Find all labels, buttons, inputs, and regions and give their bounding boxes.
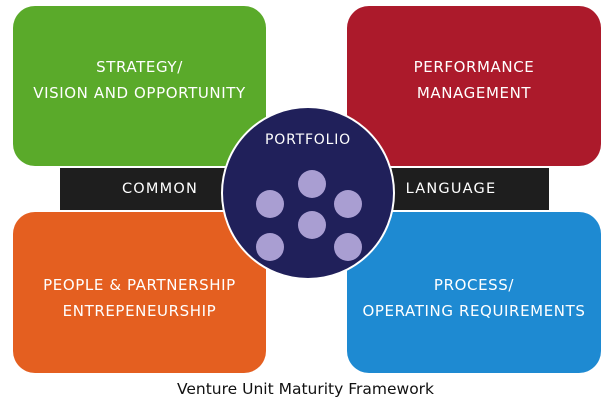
- portfolio-dot: [298, 211, 326, 239]
- performance-management-line1: PERFORMANCE: [413, 58, 535, 76]
- performance-management-line2: MANAGEMENT: [416, 84, 532, 102]
- strategy-vision-text: STRATEGY/ VISION AND OPPORTUNITY: [33, 54, 246, 106]
- people-partnership-line2: ENTREPENEURSHIP: [62, 301, 217, 320]
- process-operating-panel: PROCESS/ OPERATING REQUIREMENTS: [347, 212, 601, 373]
- strategy-vision-panel: STRATEGY/ VISION AND OPPORTUNITY: [13, 6, 266, 166]
- strategy-vision-line2: VISION AND OPPORTUNITY: [33, 84, 246, 102]
- process-operating-line1: PROCESS/: [433, 275, 515, 294]
- process-operating-line2: OPERATING REQUIREMENTS: [362, 301, 586, 320]
- portfolio-dot: [256, 190, 284, 218]
- portfolio-dot: [298, 170, 326, 198]
- strategy-vision-line1: STRATEGY/: [96, 58, 183, 76]
- figure-caption: Venture Unit Maturity Framework: [176, 380, 435, 398]
- portfolio-label: PORTFOLIO: [265, 132, 351, 148]
- process-operating-text: PROCESS/ OPERATING REQUIREMENTS: [363, 272, 586, 324]
- portfolio-dot: [334, 233, 362, 261]
- portfolio-hub: PORTFOLIO: [221, 106, 395, 280]
- portfolio-dot: [256, 233, 284, 261]
- performance-management-panel: PERFORMANCE MANAGEMENT: [347, 6, 601, 166]
- people-partnership-line1: PEOPLE & PARTNERSHIP: [43, 275, 236, 294]
- people-partnership-text: PEOPLE & PARTNERSHIP ENTREPENEURSHIP: [43, 272, 236, 324]
- performance-management-text: PERFORMANCE MANAGEMENT: [414, 54, 535, 106]
- portfolio-dot: [334, 190, 362, 218]
- people-partnership-panel: PEOPLE & PARTNERSHIP ENTREPENEURSHIP: [13, 212, 266, 373]
- language-label: LANGUAGE: [405, 181, 497, 197]
- common-label: COMMON: [121, 181, 199, 197]
